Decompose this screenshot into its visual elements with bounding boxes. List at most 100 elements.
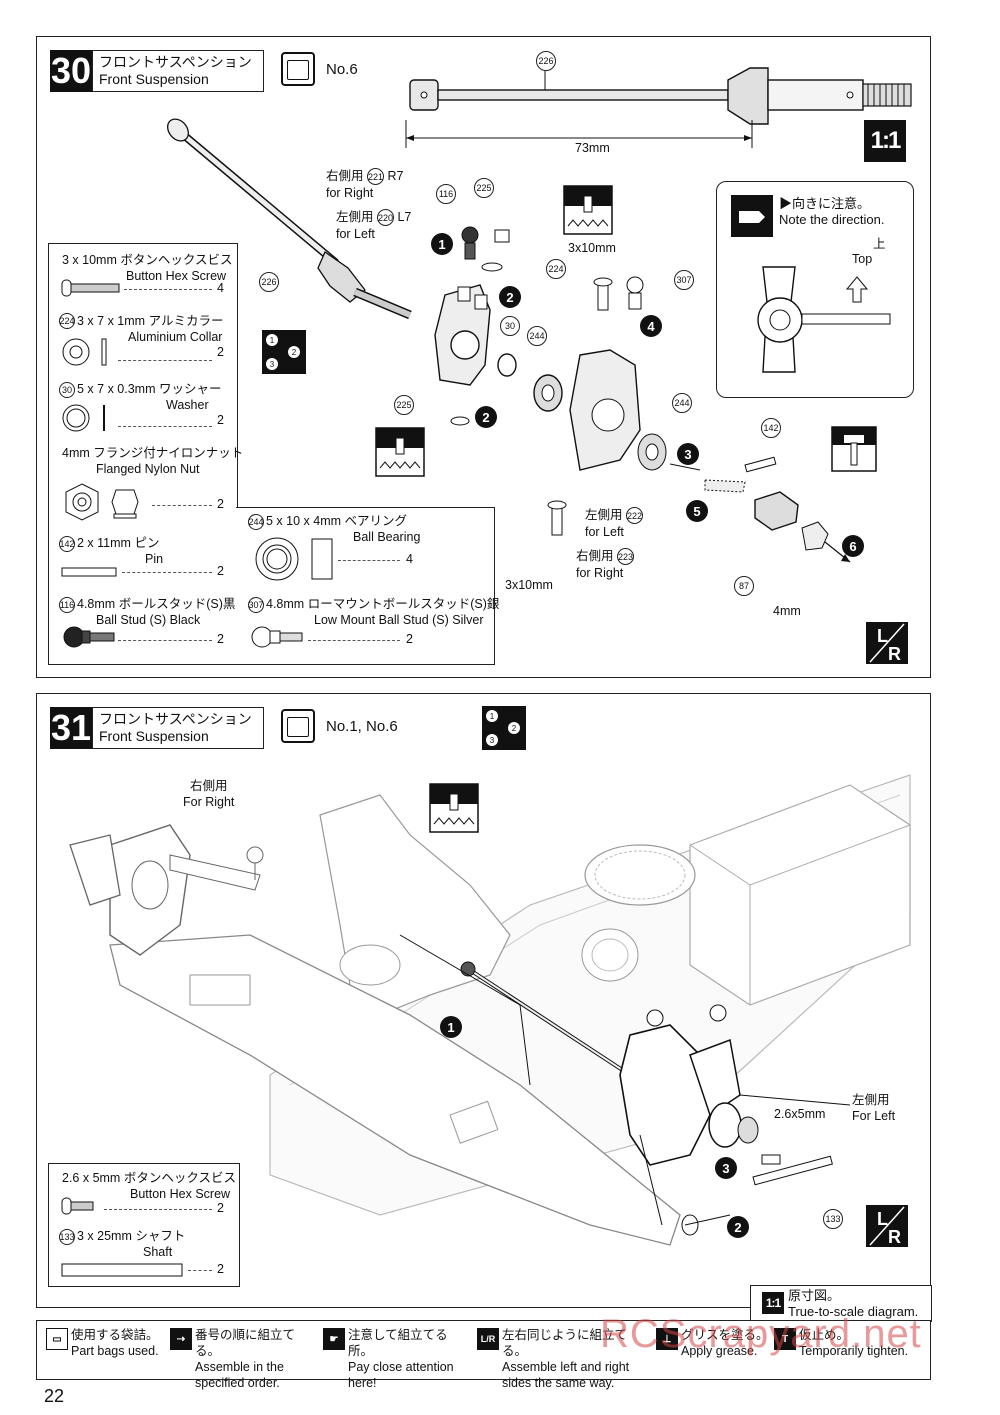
part-size: 2.6 x 5mm: [62, 1171, 121, 1185]
grease-icon: [563, 185, 613, 235]
callout-knuckle-right: 右側用 223 for Right: [576, 548, 634, 581]
qty-dash: [118, 640, 212, 641]
lr-badge-30: L R: [866, 622, 908, 664]
legend-item-3: 左右同じように組立てる。Assemble left and right side…: [502, 1327, 637, 1391]
hub-carrier-drawing: [434, 226, 563, 426]
svg-text:L: L: [877, 1209, 888, 1229]
callout-knuckle-left: 左側用 222 for Left: [585, 507, 643, 540]
part-jp: ボタンヘックスビス: [120, 253, 233, 267]
assembly-step-2-31: 2: [727, 1216, 749, 1238]
svg-text:1: 1: [270, 336, 275, 345]
legend-jp: 左右同じように組立てる。: [502, 1328, 628, 1358]
callout-left-carrier: 左側用 220 L7 for Left: [336, 209, 411, 242]
right-en: for Right: [326, 186, 374, 201]
legend-bag-icon: ▭: [46, 1328, 68, 1350]
pin-icon: [61, 567, 117, 577]
legend-item-1: 番号の順に組立てる。Assemble in the specified orde…: [195, 1327, 305, 1391]
qty-dash: [104, 1209, 212, 1210]
part-en-0: Button Hex Screw: [126, 269, 227, 283]
part-row-1: 3 x 7 x 1mm アルミカラー: [77, 314, 223, 329]
part-en-2: Washer: [166, 398, 209, 412]
legend-jp: 使用する袋詰。: [71, 1328, 159, 1342]
part-id-133: 133: [823, 1209, 843, 1229]
legend-attention-icon: ☛: [323, 1328, 345, 1350]
for-right-en: For Right: [183, 795, 235, 809]
for-right-jp: 右側用: [189, 779, 228, 793]
legend-en: Pay close attention here!: [348, 1360, 454, 1390]
part-qty-0: 4: [217, 281, 224, 295]
part31-en-0: Button Hex Screw: [130, 1187, 231, 1201]
part-size: 3 x 10mm: [62, 253, 117, 267]
part-row-7: 4.8mm ローマウントボールスタッド(S)銀: [266, 597, 499, 612]
legend-item-2: 注意して組立てる所。Pay close attention here!: [348, 1327, 463, 1391]
ball-stud-silver-icon: [251, 626, 303, 648]
legend-temp-icon: T: [774, 1328, 796, 1350]
part-size: 3 x 7 x 1mm: [77, 314, 146, 328]
part-row-4: 2 x 11mm ピン: [77, 536, 159, 551]
part-qty-7: 2: [406, 632, 413, 646]
step-31-title: フロントサスペンション Front Suspension: [92, 707, 264, 749]
assembly-step-2b: 2: [475, 406, 497, 428]
part-id-7: 307: [248, 597, 264, 613]
assembly-step-5: 5: [686, 500, 708, 522]
part-id-225-b: 225: [394, 395, 414, 415]
part-id-244-a: 244: [527, 326, 547, 346]
note-arrow-icon: ▶: [779, 196, 793, 211]
svg-text:R: R: [888, 1227, 901, 1247]
right-suffix: R7: [387, 169, 404, 183]
part-id-244-b: 244: [672, 393, 692, 413]
qty-dash: [118, 426, 212, 427]
part-en-7: Low Mount Ball Stud (S) Silver: [314, 613, 484, 627]
dimension-label: 73mm: [575, 141, 610, 155]
part-row-0: 3 x 10mm ボタンヘックスビス: [62, 253, 233, 268]
lr-badge-31: L R: [866, 1205, 908, 1247]
svg-text:2: 2: [292, 348, 297, 357]
grease-icon: [429, 783, 479, 833]
legend-en: Assemble in the specified order.: [195, 1360, 284, 1390]
part31-en-1: Shaft: [143, 1245, 173, 1259]
assembly-step-4: 4: [640, 315, 662, 337]
left-en: for Left: [336, 227, 375, 242]
step-30-number: 30: [50, 50, 92, 92]
part-jp: アルミカラー: [148, 314, 224, 328]
nylon-nut-icon: [65, 483, 139, 521]
legend-jp: 仮止め。: [799, 1328, 850, 1342]
legend-item-5: 仮止め。Temporarily tighten.: [799, 1327, 908, 1359]
part-id-116: 116: [436, 184, 456, 204]
screw-label-top: 3x10mm: [568, 241, 616, 255]
part31-qty-1: 2: [217, 1262, 224, 1276]
part-size: 4mm: [62, 446, 90, 460]
qty-dash: [338, 560, 400, 561]
watermark: RCScrapyard.net: [600, 1312, 922, 1356]
part31-row-1: 3 x 25mm シャフト: [77, 1229, 185, 1244]
nut-size-label: 4mm: [773, 604, 801, 618]
ball-stud-black-icon: [63, 626, 115, 648]
legend-item-0: 使用する袋詰。Part bags used.: [71, 1327, 159, 1359]
part-qty-6: 4: [406, 552, 413, 566]
part31-row-0: 2.6 x 5mm ボタンヘックスビス: [62, 1171, 236, 1186]
top-jp: 上: [873, 237, 886, 251]
part-jp: ベアリング: [344, 514, 408, 528]
step-31-number: 31: [50, 707, 92, 749]
part-en-6: Ball Bearing: [353, 530, 421, 544]
qty-dash: [308, 640, 400, 641]
step-30-bag: No.6: [326, 61, 358, 78]
scale-legend-badge: 1:1: [762, 1292, 784, 1314]
assembly-step-3-31: 3: [715, 1157, 737, 1179]
screw-label-bottom: 3x10mm: [505, 578, 553, 592]
part-id-224: 224: [546, 259, 566, 279]
screw-label-31: 2.6x5mm: [774, 1107, 826, 1121]
washer-icon: [62, 404, 105, 432]
parts-list-30: [48, 243, 238, 665]
part-id-226-top: 226: [536, 51, 556, 71]
collar-icon: [62, 338, 107, 366]
scale-legend-jp: 原寸図。: [788, 1288, 841, 1303]
step-30-title-jp: フロントサスペンション: [99, 54, 252, 70]
kn-left-jp: 左側用: [585, 508, 623, 522]
legend-jp: 番号の順に組立てる。: [195, 1328, 296, 1358]
part-row-6: 5 x 10 x 4mm ベアリング: [266, 514, 407, 529]
chassis-drawing: [69, 774, 911, 1246]
svg-text:3: 3: [490, 736, 495, 745]
part-size: 3 x 25mm: [77, 1229, 132, 1243]
kn-right-id: 223: [617, 548, 634, 566]
